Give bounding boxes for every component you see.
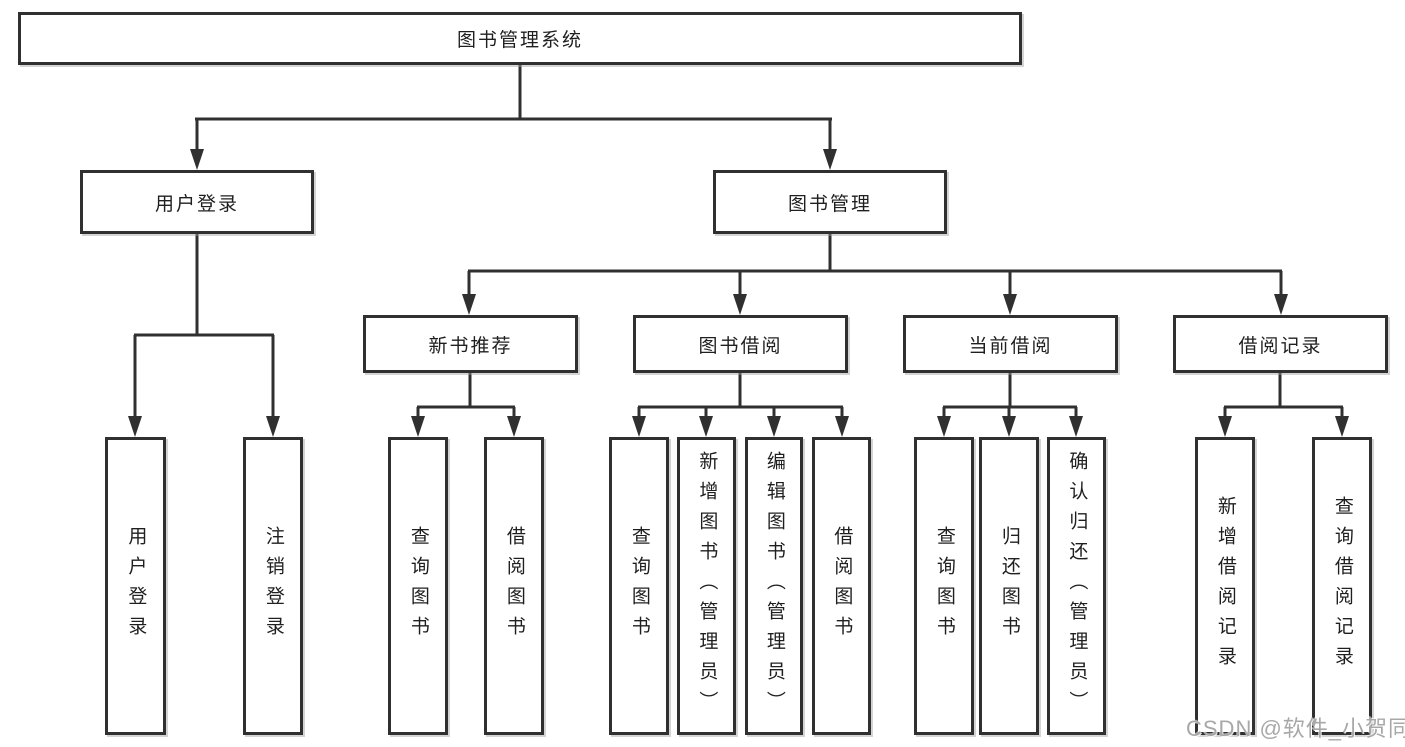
watermark: CSDN @软件_小贺同学 bbox=[1186, 716, 1405, 741]
leaf-label: 借阅图书 bbox=[831, 526, 853, 646]
leaf-query-books-1: 查询图书 bbox=[388, 437, 448, 735]
node-label: 借阅记录 bbox=[1238, 335, 1323, 357]
node-label: 图书管理 bbox=[787, 193, 872, 215]
leaf-label: 编辑图书（管理员） bbox=[763, 451, 785, 721]
node-label: 用户登录 bbox=[154, 193, 239, 215]
leaf-edit-book-admin: 编辑图书（管理员） bbox=[745, 437, 803, 735]
node-current-borrow: 当前借阅 bbox=[903, 315, 1118, 373]
node-user-login: 用户登录 bbox=[80, 170, 314, 234]
leaf-label: 查询借阅记录 bbox=[1331, 496, 1353, 676]
node-label: 图书借阅 bbox=[698, 335, 783, 357]
node-borrow-records: 借阅记录 bbox=[1173, 315, 1388, 373]
leaf-logout: 注销登录 bbox=[243, 437, 303, 735]
node-new-book-recommend: 新书推荐 bbox=[363, 315, 578, 373]
node-library-management-system: 图书管理系统 bbox=[18, 12, 1022, 65]
node-book-borrow: 图书借阅 bbox=[633, 315, 848, 373]
leaf-label: 新增借阅记录 bbox=[1214, 496, 1236, 676]
leaf-query-books-3: 查询图书 bbox=[914, 437, 974, 735]
leaf-borrow-books-1: 借阅图书 bbox=[484, 437, 544, 735]
leaf-query-books-2: 查询图书 bbox=[609, 437, 669, 735]
leaf-label: 查询图书 bbox=[628, 526, 650, 646]
leaf-label: 新增图书（管理员） bbox=[696, 451, 718, 721]
leaf-user-login: 用户登录 bbox=[105, 437, 166, 735]
leaf-add-book-admin: 新增图书（管理员） bbox=[677, 437, 736, 735]
leaf-return-book: 归还图书 bbox=[979, 437, 1039, 735]
node-label: 新书推荐 bbox=[428, 335, 513, 357]
node-label: 图书管理系统 bbox=[456, 30, 583, 51]
leaf-borrow-books-2: 借阅图书 bbox=[812, 437, 871, 735]
leaf-label: 用户登录 bbox=[125, 526, 147, 646]
leaf-label: 确认归还（管理员） bbox=[1066, 451, 1088, 721]
leaf-query-borrow-record: 查询借阅记录 bbox=[1312, 437, 1372, 735]
node-book-management: 图书管理 bbox=[713, 170, 947, 234]
node-label: 当前借阅 bbox=[968, 335, 1053, 357]
leaf-label: 归还图书 bbox=[998, 526, 1020, 646]
leaf-confirm-return-admin: 确认归还（管理员） bbox=[1047, 437, 1106, 735]
leaf-label: 借阅图书 bbox=[503, 526, 525, 646]
leaf-label: 查询图书 bbox=[407, 526, 429, 646]
leaf-label: 注销登录 bbox=[262, 526, 284, 646]
leaf-add-borrow-record: 新增借阅记录 bbox=[1195, 437, 1255, 735]
leaf-label: 查询图书 bbox=[933, 526, 955, 646]
